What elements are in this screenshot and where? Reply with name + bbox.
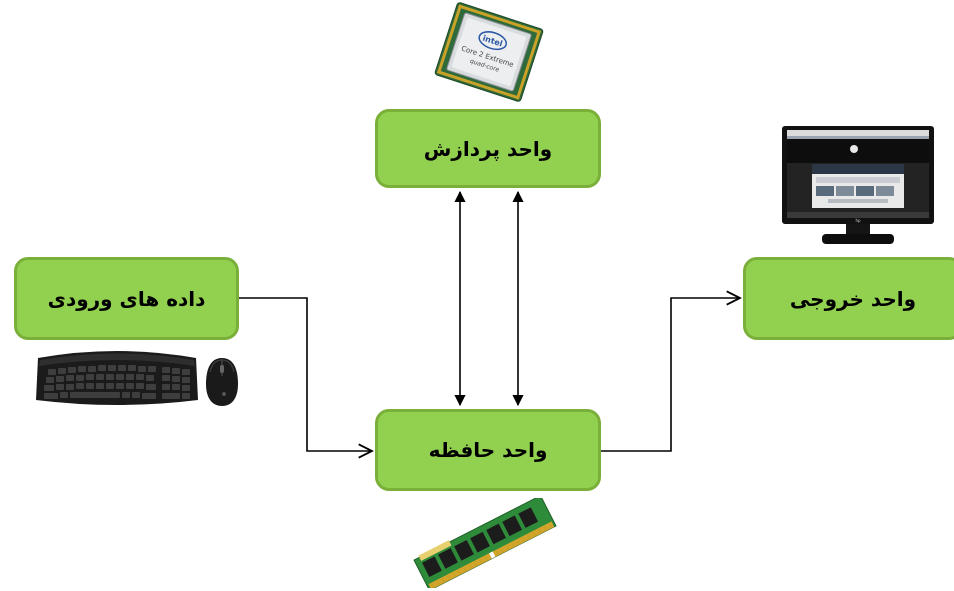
memory-to-output-connector: [601, 298, 740, 452]
output-unit-box: واحد خروجی: [743, 257, 954, 340]
processing-unit-box: واحد پردازش: [375, 109, 601, 188]
input-to-memory-connector: [239, 297, 372, 451]
monitor-logo-text: hp: [855, 218, 861, 223]
ram-module-icon: [413, 498, 557, 588]
mouse-icon: [206, 358, 238, 406]
input-data-label: داده های ورودی: [47, 286, 206, 311]
memory-unit-label: واحد حافظه: [428, 438, 548, 462]
cpu-chip-icon: intel Core 2 Extreme quad-core: [434, 2, 544, 102]
memory-unit-box: واحد حافظه: [375, 409, 601, 491]
input-data-box: داده های ورودی: [14, 257, 239, 340]
keyboard-icon: [36, 351, 198, 405]
monitor-icon: hp: [782, 126, 934, 244]
output-unit-label: واحد خروجی: [789, 286, 917, 311]
processing-unit-label: واحد پردازش: [423, 136, 553, 161]
